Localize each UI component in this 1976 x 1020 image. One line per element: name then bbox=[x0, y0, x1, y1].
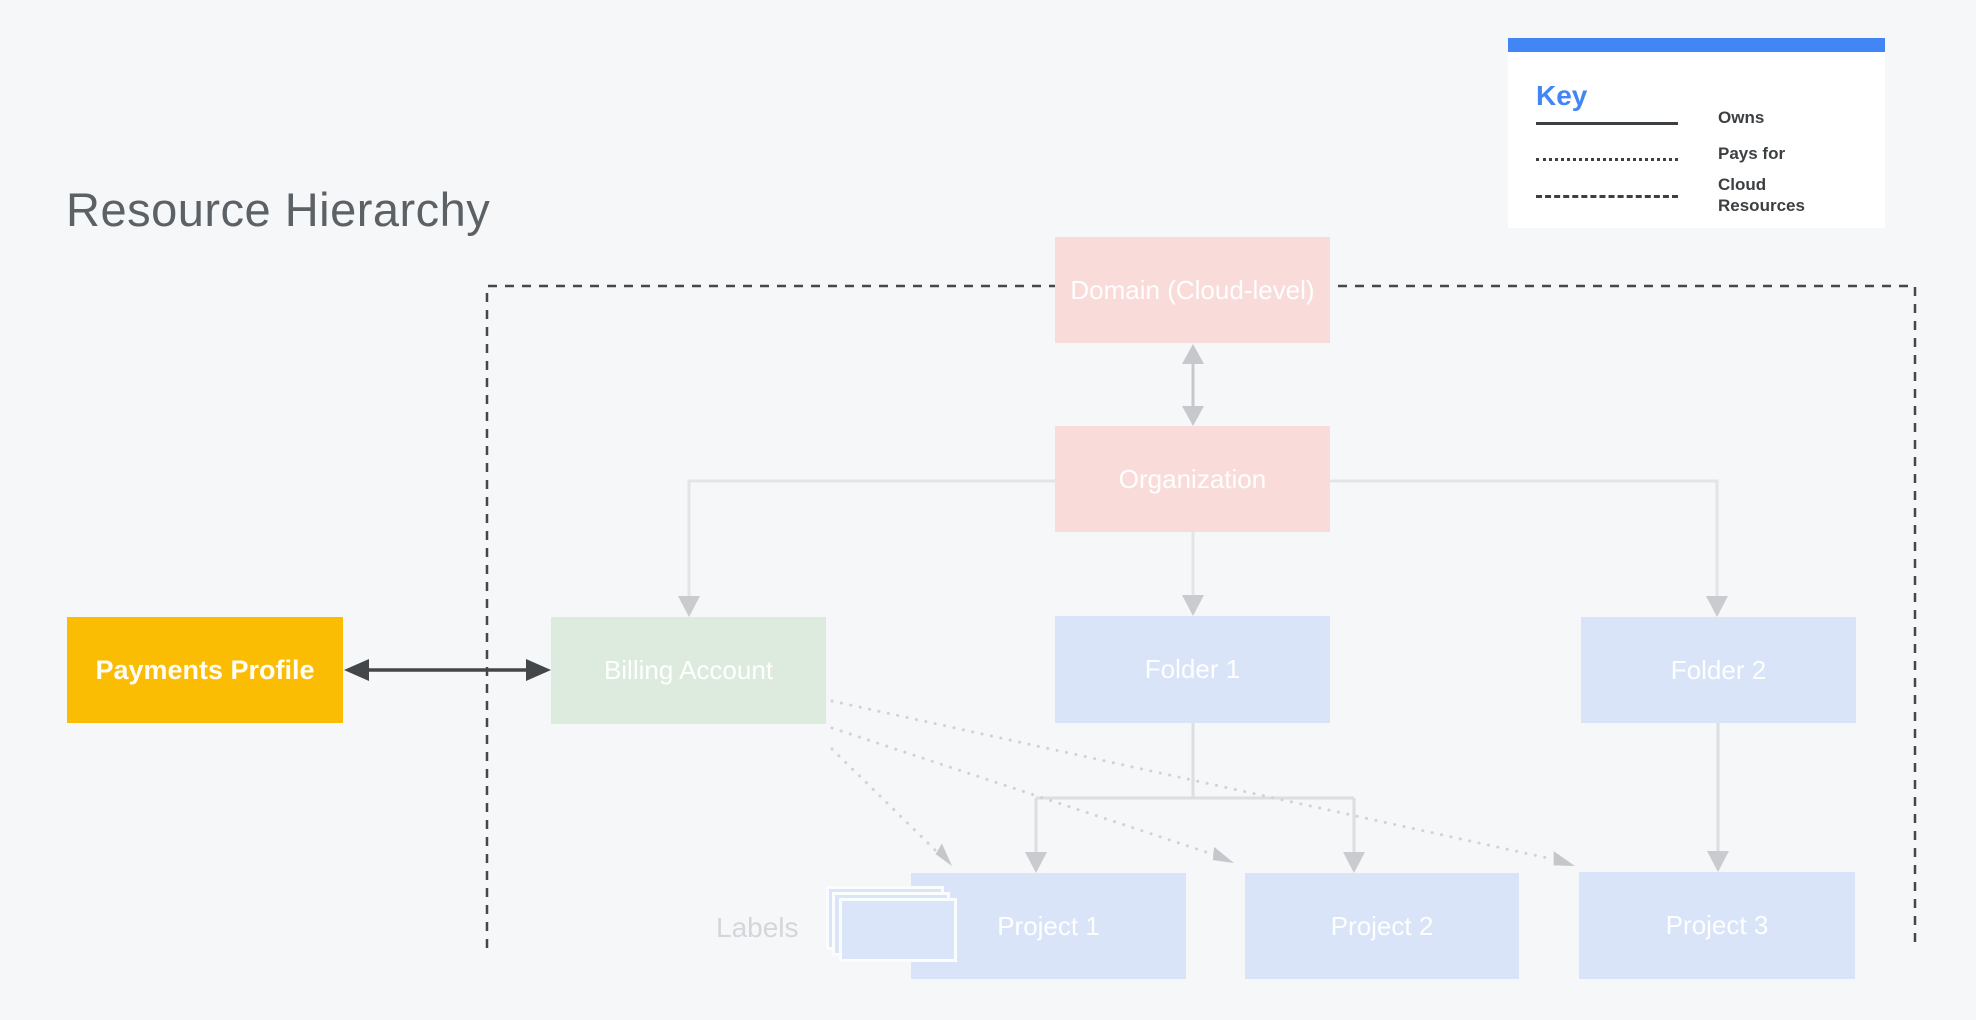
legend-solid-line-sample bbox=[1536, 122, 1678, 125]
node-payments-profile: Payments Profile bbox=[67, 617, 343, 723]
arrowhead-pays-project1 bbox=[935, 843, 952, 866]
node-folder-1: Folder 1 bbox=[1055, 616, 1330, 723]
node-billing-account: Billing Account bbox=[551, 617, 826, 724]
node-domain: Domain (Cloud-level) bbox=[1055, 237, 1330, 343]
arrowhead-pays-project3 bbox=[1553, 851, 1575, 866]
legend-label-pays-for: Pays for bbox=[1718, 144, 1786, 163]
edge-organization-billing bbox=[678, 479, 1055, 617]
labels-caption: Labels bbox=[716, 912, 799, 943]
arrowhead-pays-project2 bbox=[1212, 846, 1234, 863]
legend-label-owns: Owns bbox=[1718, 108, 1765, 127]
legend-title: Key bbox=[1536, 80, 1588, 111]
edge-folder2-project3 bbox=[1707, 723, 1729, 872]
edge-organization-folder1 bbox=[1182, 532, 1204, 616]
legend-dashed-line-sample bbox=[1536, 195, 1678, 198]
edge-payments-billing bbox=[344, 659, 551, 681]
page-title: Resource Hierarchy bbox=[66, 183, 491, 236]
edge-domain-organization bbox=[1182, 344, 1204, 426]
edge-billing-project3-dotted bbox=[830, 699, 1554, 861]
edge-organization-folder2 bbox=[1330, 479, 1728, 617]
node-organization: Organization bbox=[1055, 426, 1330, 532]
label-card-icon bbox=[839, 898, 957, 962]
legend-label-cloud-resources: Cloud Resources bbox=[1718, 175, 1805, 215]
legend-key-box: Key Owns Pays for Cloud Resources bbox=[1508, 38, 1885, 228]
edge-folder1-projects bbox=[1025, 723, 1365, 873]
edge-billing-project1-dotted bbox=[830, 747, 937, 852]
labels-stack-icon bbox=[826, 886, 966, 976]
edge-billing-project2-dotted bbox=[830, 726, 1217, 857]
node-project-2: Project 2 bbox=[1245, 873, 1519, 979]
legend-accent-bar bbox=[1508, 38, 1885, 52]
node-project-3: Project 3 bbox=[1579, 872, 1855, 979]
node-folder-2: Folder 2 bbox=[1581, 617, 1856, 723]
legend-dotted-line-sample bbox=[1536, 158, 1678, 161]
